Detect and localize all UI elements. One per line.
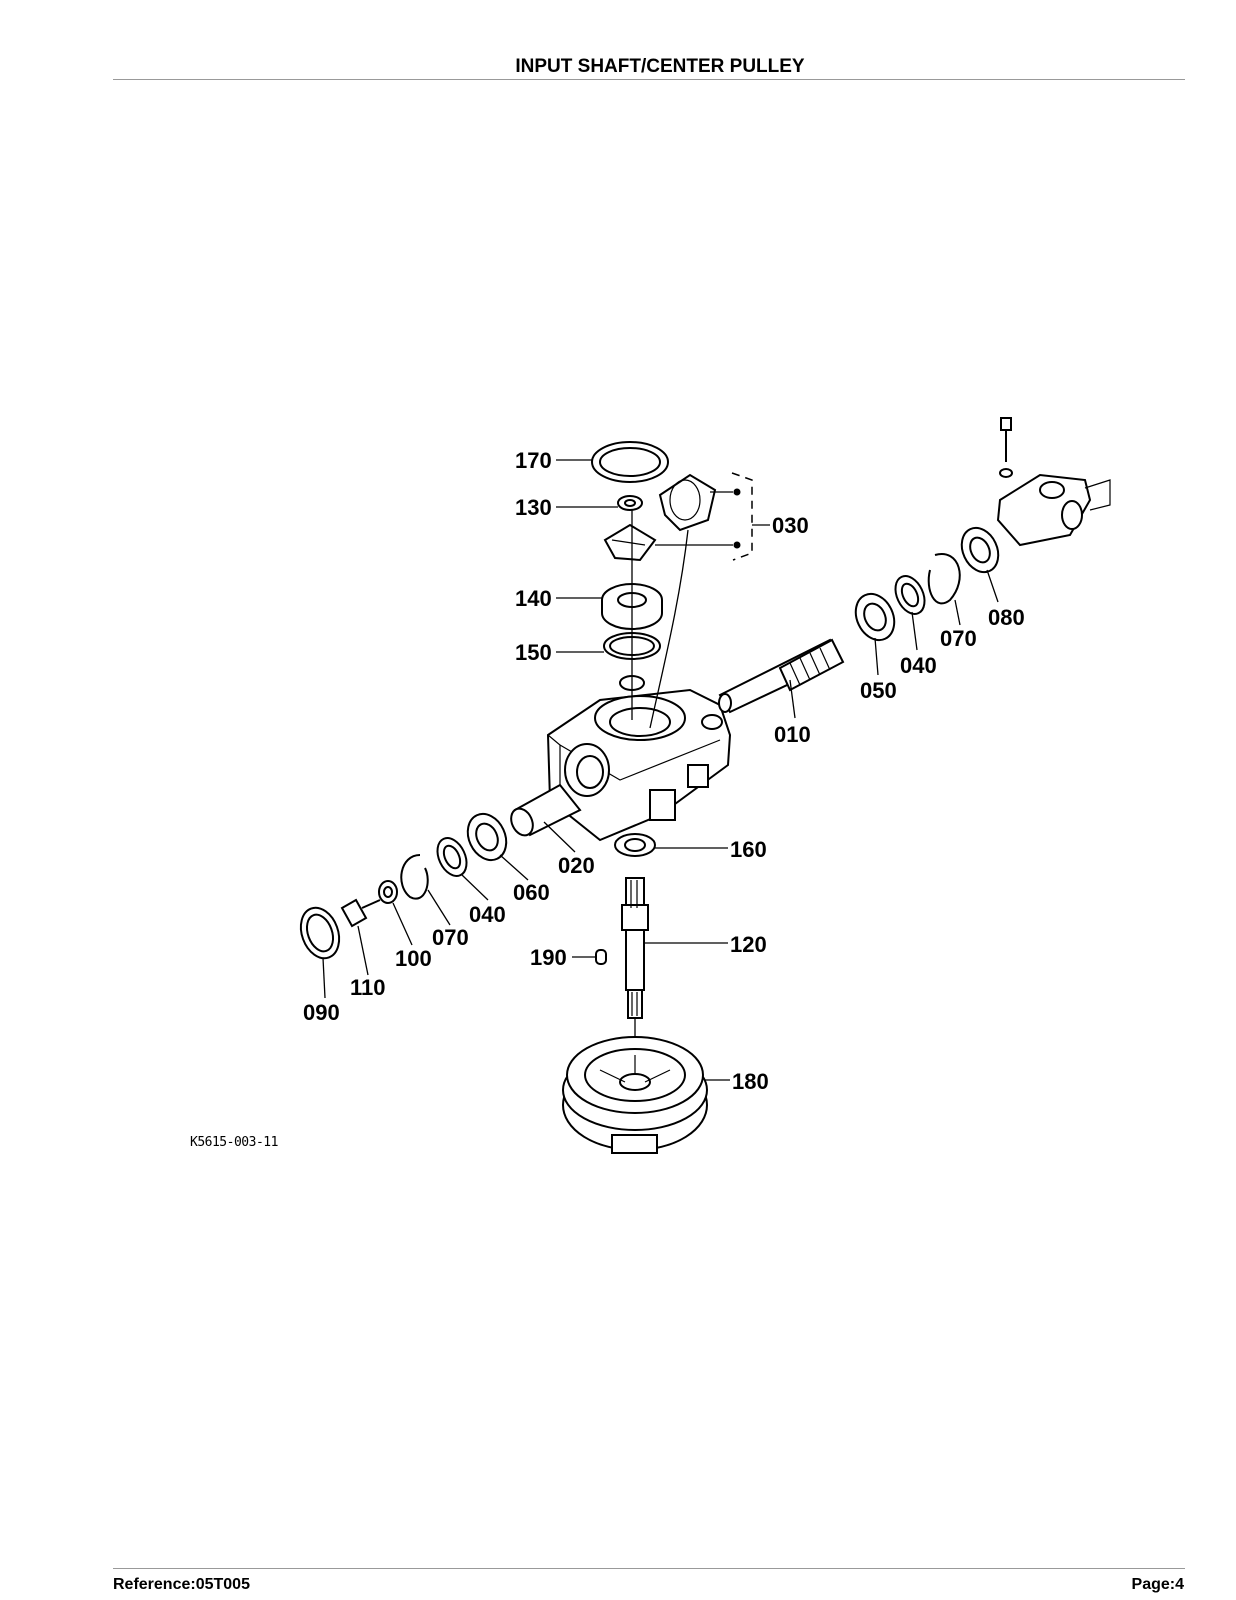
center-shaft-120 <box>621 877 649 1019</box>
key-190 <box>595 949 607 965</box>
callout-170: 170 <box>515 448 552 473</box>
callout-140: 140 <box>515 586 552 611</box>
oil-seal-090-inner <box>305 913 335 953</box>
oil-seal-080-hole <box>969 536 991 564</box>
input-shaft <box>718 638 845 714</box>
callout-010: 010 <box>774 722 811 747</box>
washer-040-right-hole <box>900 582 920 608</box>
page-number: Page:4 <box>1131 1576 1184 1593</box>
bearing-050 <box>854 592 896 642</box>
callout-050: 050 <box>860 678 897 703</box>
callout-070-left: 070 <box>432 925 469 950</box>
callout-020: 020 <box>558 853 595 878</box>
seal-ring-170-inner <box>599 447 661 477</box>
callout-080: 080 <box>988 605 1025 630</box>
universal-joint-yoke <box>996 417 1111 547</box>
figure-id: K5615-003-11 <box>190 1135 278 1150</box>
bolt-110 <box>340 898 381 928</box>
bearing-060 <box>466 812 508 862</box>
page-title: INPUT SHAFT/CENTER PULLEY <box>515 56 805 77</box>
callout-130: 130 <box>515 495 552 520</box>
callout-040-right: 040 <box>900 653 937 678</box>
collar-020 <box>510 783 582 837</box>
gear-assembly-path <box>649 529 689 729</box>
callout-110: 110 <box>350 975 386 1000</box>
callout-030: 030 <box>772 513 809 538</box>
callout-040-left: 040 <box>469 902 506 927</box>
bracket-dot-upper <box>733 488 741 496</box>
callout-090: 090 <box>303 1000 340 1025</box>
footer-rule <box>113 1568 1185 1569</box>
washer-100-hole <box>383 886 393 898</box>
callout-120: 120 <box>730 932 767 957</box>
bracket-dot-lower <box>733 541 741 549</box>
callout-150: 150 <box>515 640 552 665</box>
seal-160-hole <box>624 838 646 852</box>
bracket-030 <box>731 472 753 561</box>
snap-ring-070-left <box>400 854 429 900</box>
reference-code: Reference:05T005 <box>113 1576 250 1593</box>
center-pulley-180 <box>562 1036 708 1154</box>
callout-190: 190 <box>530 945 567 970</box>
callout-160: 160 <box>730 837 767 862</box>
nut-130-hole <box>624 499 636 507</box>
callout-060: 060 <box>513 880 550 905</box>
callout-100: 100 <box>395 946 432 971</box>
leader-lines <box>322 459 999 1081</box>
callout-180: 180 <box>732 1069 769 1094</box>
snap-ring-070-right <box>927 553 961 605</box>
washer-040-left-hole <box>442 844 462 870</box>
bevel-gear-set <box>603 473 717 562</box>
gearbox-housing <box>546 675 732 842</box>
callout-070-right: 070 <box>940 626 977 651</box>
header-rule <box>113 79 1185 80</box>
